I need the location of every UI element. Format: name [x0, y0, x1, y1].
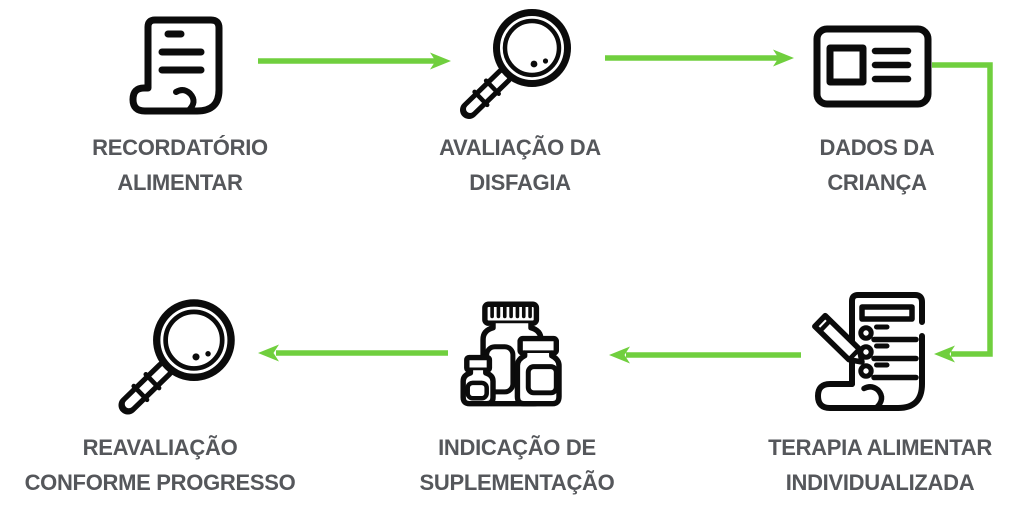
label-line: INDIVIDUALIZADA — [785, 470, 975, 495]
label-line: DISFAGIA — [469, 170, 571, 195]
label-line: RECORDATÓRIO — [92, 135, 268, 160]
magnifying-glass-icon — [460, 9, 571, 119]
label-line: CRIANÇA — [827, 170, 927, 195]
magnifying-glass-icon — [118, 299, 235, 415]
step-label-avaliacao-da-disfagia: AVALIAÇÃO DA DISFAGIA — [360, 130, 680, 200]
id-card-icon — [813, 25, 932, 108]
arrow-suplementacao-to-reavaliacao — [258, 344, 448, 362]
arrow-terapia-to-suplementacao — [609, 346, 801, 364]
step-label-reavaliacao-conforme-progresso: REAVALIAÇÃO CONFORME PROGRESSO — [0, 430, 320, 500]
step-label-indicacao-de-suplementacao: INDICAÇÃO DE SUPLEMENTAÇÃO — [357, 430, 677, 500]
label-line: DADOS DA — [819, 135, 935, 160]
label-line: ALIMENTAR — [117, 170, 243, 195]
label-line: AVALIAÇÃO DA — [439, 135, 601, 160]
arrow-avaliacao-to-dados — [605, 49, 794, 67]
step-label-dados-da-crianca: DADOS DA CRIANÇA — [717, 130, 1023, 200]
food-record-scroll-icon — [129, 16, 223, 115]
step-label-terapia-alimentar-individualizada: TERAPIA ALIMENTAR INDIVIDUALIZADA — [720, 430, 1023, 500]
arrow-dados-to-terapia — [932, 62, 993, 363]
label-line: REAVALIAÇÃO — [82, 435, 238, 460]
label-line: CONFORME PROGRESSO — [24, 470, 296, 495]
arrow-recordatorio-to-avaliacao — [258, 52, 451, 70]
checklist-pencil-scroll-icon — [812, 292, 925, 411]
label-line: INDICAÇÃO DE — [438, 435, 596, 460]
label-line: TERAPIA ALIMENTAR — [768, 435, 992, 460]
supplement-bottles-icon — [460, 301, 562, 407]
label-line: SUPLEMENTAÇÃO — [419, 470, 615, 495]
step-label-recordatorio-alimentar: RECORDATÓRIO ALIMENTAR — [20, 130, 340, 200]
